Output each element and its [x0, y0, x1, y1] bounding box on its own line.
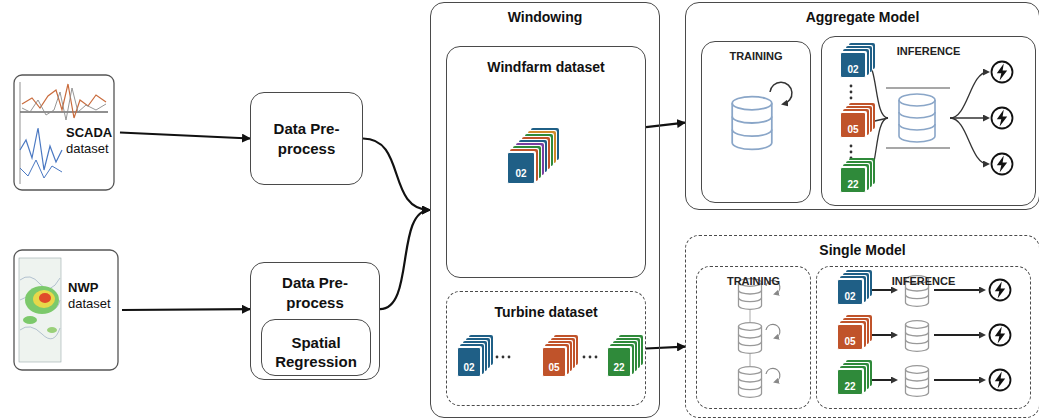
flow-arrow: [646, 123, 685, 128]
stack-label: 05: [548, 362, 559, 373]
stack-label: 22: [844, 381, 855, 392]
data-stack: 02: [507, 152, 535, 184]
flow-arrow: [646, 347, 685, 349]
node-label: Data Pre-process: [251, 119, 362, 158]
dataset-box: SCADA dataset: [14, 75, 120, 190]
nwp-map: [14, 250, 118, 370]
node-label: Turbine dataset: [447, 304, 645, 320]
data-stack: 05: [542, 347, 566, 377]
database-icon: [732, 82, 792, 149]
node-label: TRAINING: [702, 50, 810, 62]
database-icon: [738, 279, 779, 398]
data-stack: 05: [840, 112, 866, 138]
node-label: TRAINING: [697, 275, 810, 287]
phase-panel: INFERENCE020522: [816, 266, 1031, 409]
stack-label: 02: [463, 362, 474, 373]
data-stack: 02: [457, 347, 481, 377]
inference-flow: [866, 63, 988, 178]
data-stack: 02: [837, 279, 863, 305]
scada-chart: [14, 75, 114, 190]
model-panel: Single ModelTRAININGINFERENCE020522: [685, 235, 1039, 418]
node-label: NWP dataset: [68, 280, 116, 313]
stack-label: 22: [613, 362, 624, 373]
node-label: Windowing: [431, 9, 659, 25]
data-stack: 22: [607, 347, 631, 377]
stack-label: 05: [847, 124, 858, 135]
dataset-panel: Windfarm dataset 02: [446, 46, 646, 278]
stack-label: 22: [847, 179, 858, 190]
process-box: Spatial Regression: [261, 319, 371, 376]
data-stack: 02: [840, 52, 866, 78]
phase-panel: TRAINING: [696, 266, 811, 409]
flow-arrow: [363, 139, 430, 211]
node-label: SCADA dataset: [66, 125, 114, 158]
stack-label: 05: [844, 336, 855, 347]
node-label: Aggregate Model: [686, 9, 1039, 25]
flow-arrow: [122, 308, 250, 311]
model-panel: Aggregate ModelTRAININGINFERENCE020522: [685, 2, 1039, 210]
process-box: Data Pre-processSpatial Regression: [250, 262, 380, 380]
process-box: Data Pre-process: [250, 92, 363, 185]
phase-panel: INFERENCE020522: [821, 36, 1036, 206]
dataset-panel: Turbine dataset 02 05 22: [446, 291, 646, 406]
stage-panel: WindowingWindfarm dataset02Turbine datas…: [430, 2, 660, 418]
stack-label: 02: [515, 168, 526, 179]
node-label: Single Model: [686, 242, 1039, 258]
node-label: Windfarm dataset: [447, 59, 645, 75]
flow-arrow: [120, 133, 250, 139]
dataset-box: NWP dataset: [14, 250, 122, 370]
data-stack: 05: [837, 324, 863, 350]
phase-panel: TRAINING: [701, 41, 811, 203]
data-stack: 22: [840, 167, 866, 193]
stack-label: 02: [844, 291, 855, 302]
data-stack: 22: [837, 369, 863, 395]
node-label: Spatial Regression: [262, 333, 370, 372]
node-label: Data Pre-process: [251, 273, 379, 312]
stack-label: 02: [847, 64, 858, 75]
flow-arrow: [380, 210, 430, 309]
